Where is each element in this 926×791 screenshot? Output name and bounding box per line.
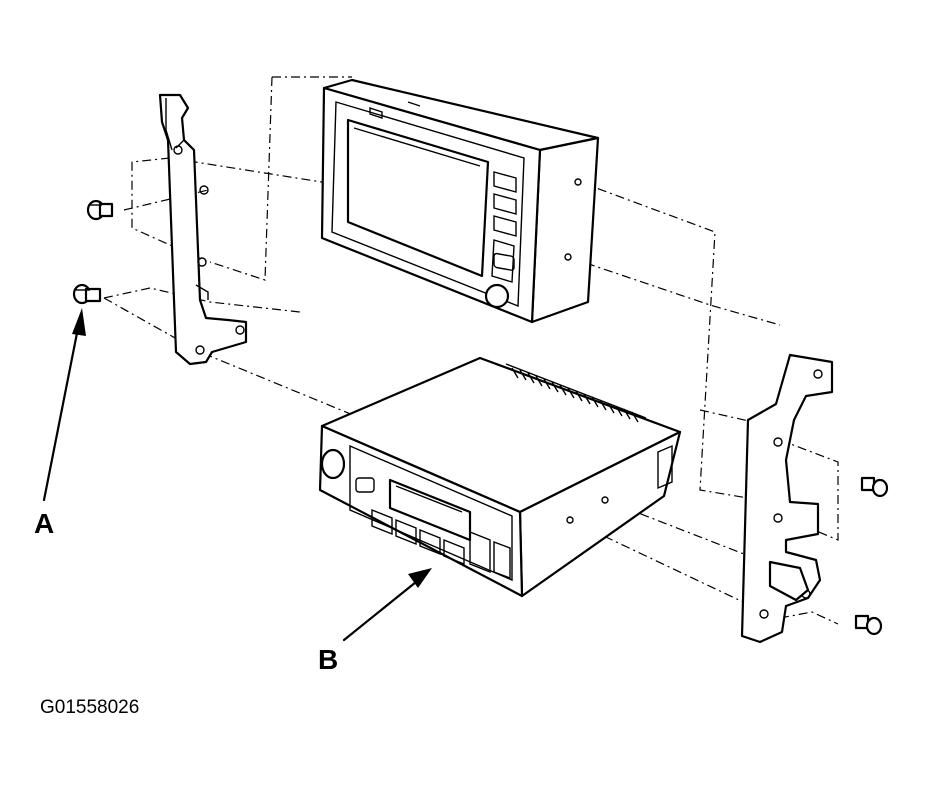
left-lower-screw <box>72 283 102 305</box>
left-upper-screw <box>86 199 114 221</box>
right-lower-screw <box>854 614 883 636</box>
left-mounting-bracket <box>158 93 248 366</box>
callout-arrow-a <box>42 308 86 502</box>
callout-label-b: B <box>318 644 339 675</box>
right-upper-screw <box>860 476 889 498</box>
navigation-display-unit <box>320 78 600 324</box>
radio-cassette-unit <box>318 356 682 598</box>
callout-arrow-b <box>342 568 432 642</box>
callout-label-a: A <box>34 508 55 539</box>
right-mounting-bracket <box>740 353 834 644</box>
figure-id: G01558026 <box>40 697 140 718</box>
